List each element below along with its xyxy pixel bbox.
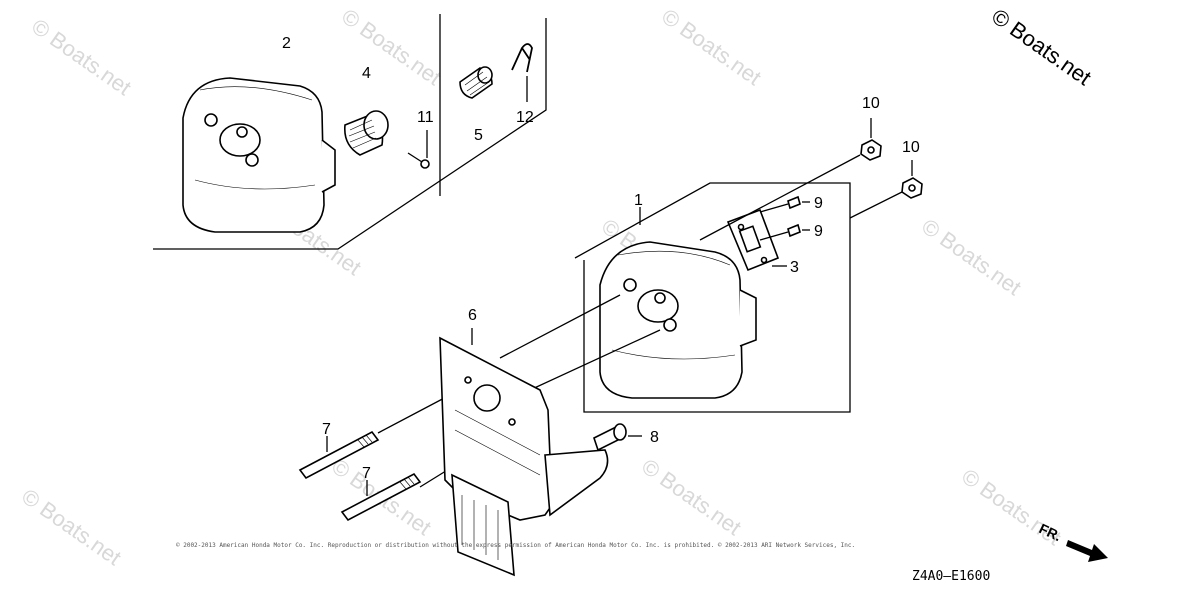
watermark: © Boats.net: [657, 4, 766, 91]
spark-arrester-part-4: [343, 110, 389, 156]
clip-part-12: [511, 43, 533, 102]
bracket-part-6: [439, 328, 609, 577]
callout-2: 2: [282, 35, 291, 52]
muffler-part-1: [599, 241, 757, 399]
arrow-right-icon: [1066, 540, 1108, 562]
bolts-part-9: [759, 195, 810, 241]
diagram-code: Z4A0—E1600: [912, 569, 990, 584]
gasket-part-3: [726, 208, 787, 272]
assembly-frame-part-1: [574, 182, 851, 413]
callout-9: 9: [814, 223, 823, 240]
screen-part-5: [459, 66, 493, 99]
callout-4: 4: [362, 65, 371, 82]
callout-10: 10: [902, 139, 920, 156]
callout-12: 12: [516, 109, 534, 126]
callout-11: 11: [417, 109, 434, 126]
callout-9: 9: [814, 195, 823, 212]
muffler-part-2: [182, 77, 336, 233]
bolt-part-8: [593, 423, 642, 452]
callout-8: 8: [650, 429, 659, 446]
watermark: © Boats.net: [17, 484, 126, 571]
watermark: © Boats.net: [27, 14, 136, 101]
watermark: © Boats.net: [337, 4, 446, 91]
callout-5: 5: [474, 127, 483, 144]
callout-1: 1: [634, 192, 643, 209]
watermark: © Boats.net: [637, 454, 746, 541]
studs-part-7: [298, 430, 422, 522]
footer-copyright: © 2002-2013 American Honda Motor Co. Inc…: [176, 542, 855, 549]
watermark: © Boats.net: [917, 214, 1026, 301]
copyright-badge: © Boats.net: [987, 4, 1096, 91]
callout-7: 7: [362, 465, 371, 482]
callout-7: 7: [322, 421, 331, 438]
inset-frame: [153, 14, 547, 250]
callout-3: 3: [790, 259, 799, 276]
nuts-part-10: [699, 118, 923, 241]
callout-10: 10: [862, 95, 880, 112]
callout-labels: 1 2 3 4 5 6 7 7 8 9 9 10 10 11 12: [282, 35, 920, 482]
callout-6: 6: [468, 307, 477, 324]
screw-part-11: [407, 130, 430, 169]
